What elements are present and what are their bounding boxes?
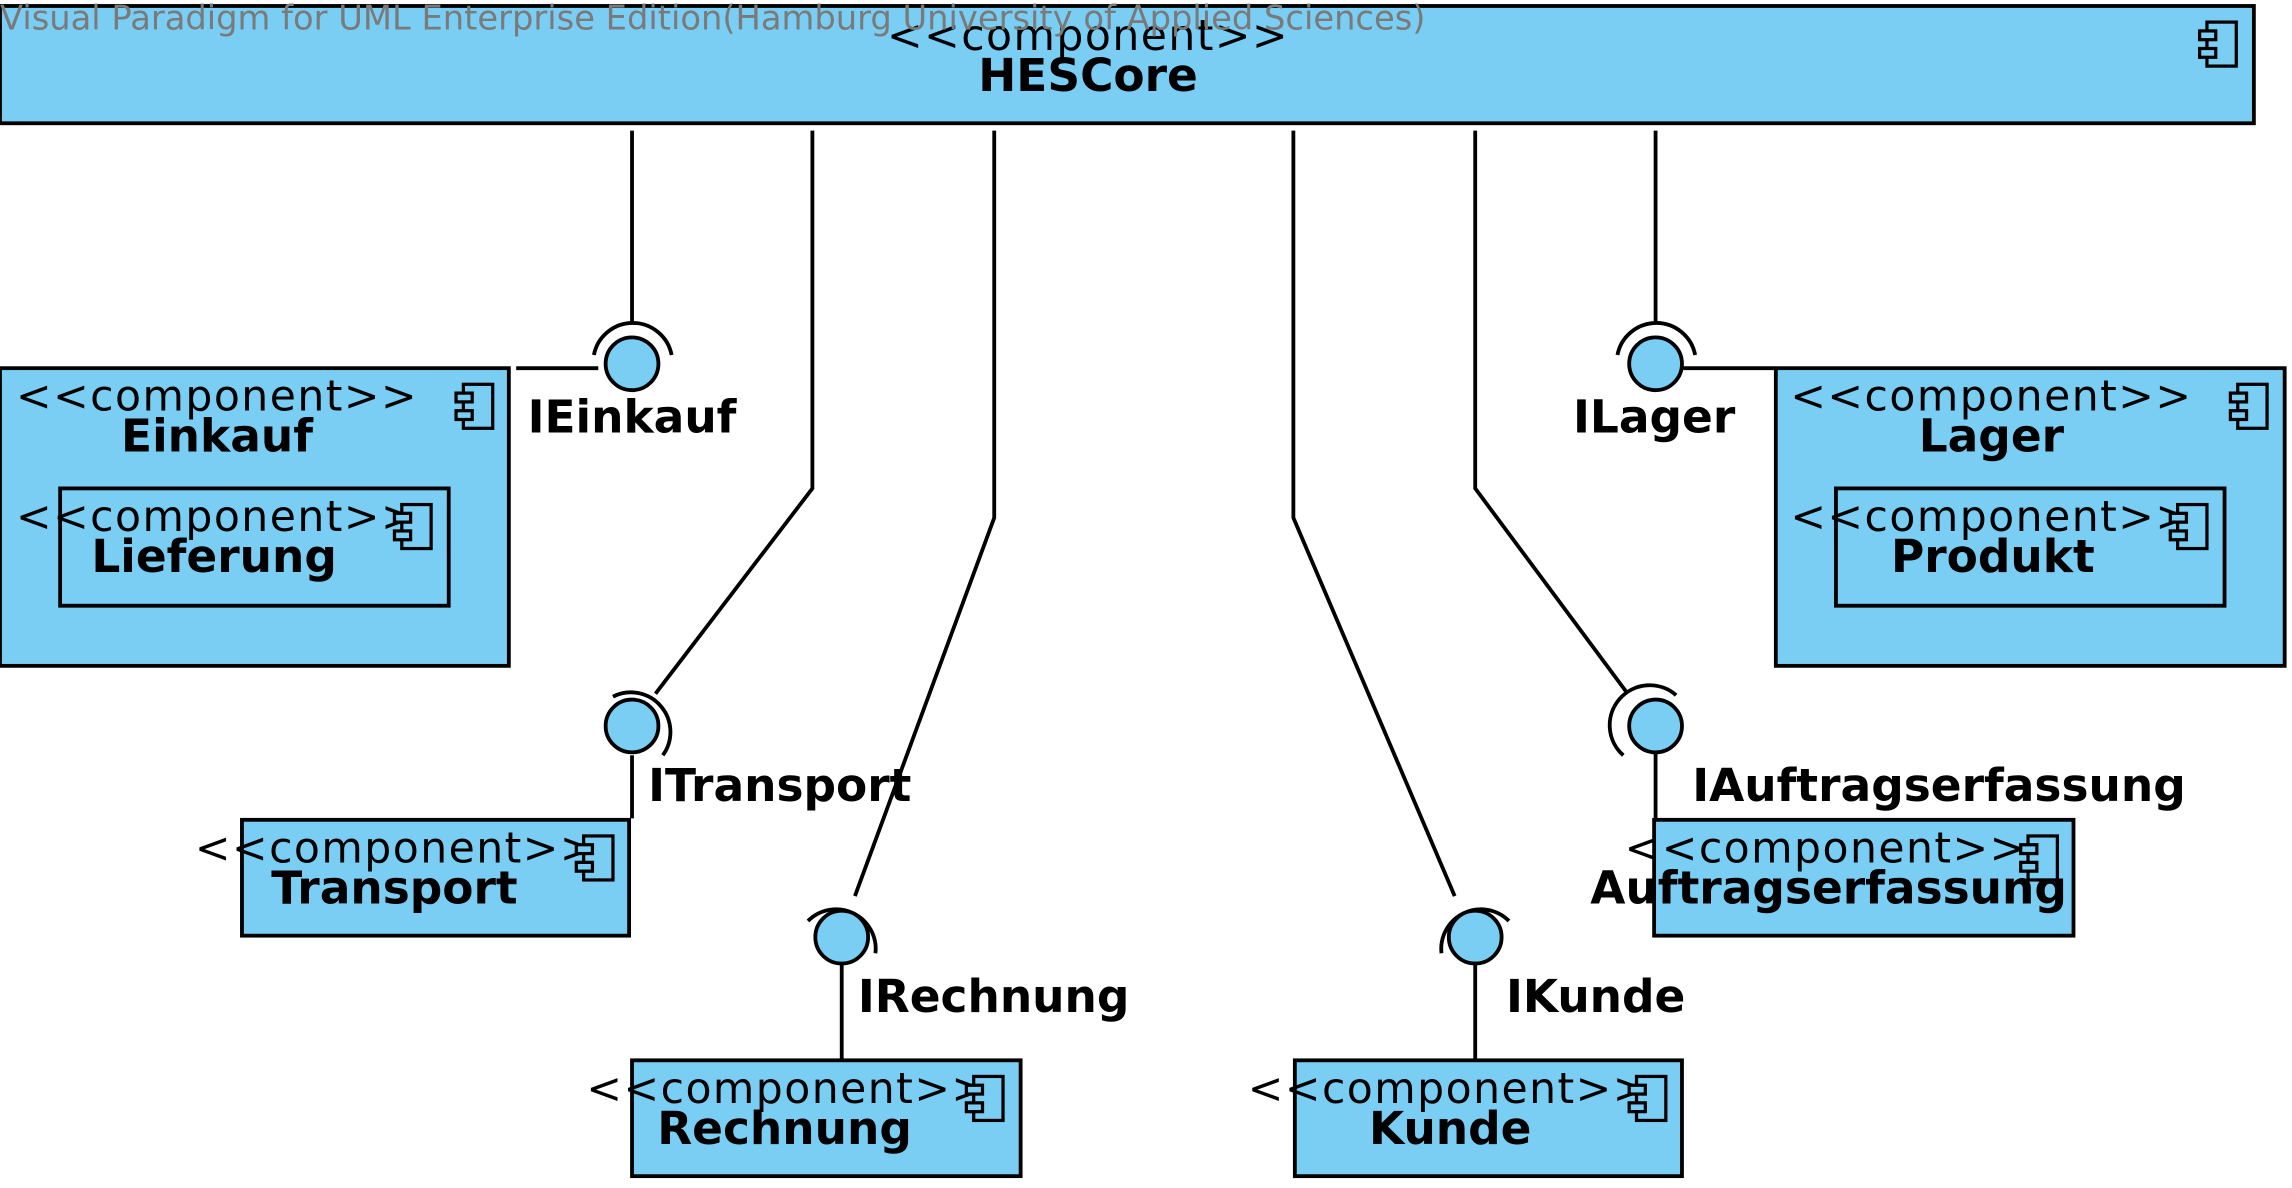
interface-ikunde[interactable]: IKunde (1439, 907, 1685, 1023)
component-name-produkt: Produkt (1891, 530, 2095, 583)
component-transport[interactable]: <<component>> Transport (195, 817, 631, 938)
component-name-lieferung: Lieferung (91, 530, 337, 583)
stereotype-label: <<component>> (887, 12, 1289, 61)
component-name-kunde: Kunde (1369, 1102, 1531, 1155)
component-name-transport: Transport (271, 861, 517, 914)
interface-label-irechnung: IRechnung (858, 970, 1130, 1023)
stereotype-label: <<component>> (16, 493, 418, 542)
component-name-hescore: HESCore (978, 49, 1198, 102)
provided-interface-ball (813, 908, 871, 966)
interface-label-ikunde: IKunde (1506, 970, 1685, 1023)
stereotype-label: <<component>> (195, 824, 597, 873)
provided-interface-ball (603, 697, 661, 755)
component-produkt[interactable]: <<component>> Produkt (1790, 486, 2227, 608)
stereotype-label: <<component>> (586, 1065, 988, 1114)
watermark-text: Visual Paradigm for UML Enterprise Editi… (0, 0, 1425, 37)
required-socket (1615, 321, 1698, 356)
interface-label-itransport: ITransport (648, 759, 911, 812)
component-name-rechnung: Rechnung (657, 1102, 912, 1155)
interface-ilager[interactable]: ILager (1573, 321, 1736, 444)
stereotype-label: <<component>> (16, 373, 418, 422)
wire-hescore-iauftragserfassung (1473, 130, 1630, 695)
component-auftragserfassung[interactable]: <<component>> Auftragserfassung (1590, 817, 2076, 938)
required-socket (1607, 683, 1678, 757)
interface-itransport[interactable]: ITransport (603, 690, 912, 812)
component-name-auftragserfassung: Auftragserfassung (1590, 861, 2067, 914)
component-lieferung[interactable]: <<component>> Lieferung (16, 486, 451, 608)
interface-iauftragserfassung[interactable]: IAuftragserfassung (1607, 683, 2186, 812)
component-name-lager: Lager (1919, 410, 2065, 463)
provided-interface-ball (1627, 697, 1684, 755)
stereotype-label: <<component>> (1790, 493, 2192, 542)
stereotype-label: <<component>> (1625, 824, 2027, 873)
provided-interface-ball (1446, 908, 1504, 966)
interface-label-ieinkauf: IEinkauf (528, 391, 738, 444)
component-hescore[interactable]: <<component>> HESCore (0, 4, 2256, 126)
interface-ieinkauf[interactable]: IEinkauf (528, 321, 738, 444)
connector-lines (516, 130, 1775, 1059)
wire-hescore-irechnung (853, 130, 997, 897)
interface-irechnung[interactable]: IRechnung (806, 907, 1130, 1023)
component-rechnung[interactable]: <<component>> Rechnung (586, 1058, 1023, 1179)
stereotype-label: <<component>> (1790, 373, 2192, 422)
stereotype-label: <<component>> (1248, 1065, 1650, 1114)
provided-interface-ball (1627, 335, 1684, 393)
wire-hescore-ikunde (1291, 130, 1457, 897)
component-kunde[interactable]: <<component>> Kunde (1248, 1058, 1684, 1179)
interface-label-iauftragserfassung: IAuftragserfassung (1692, 759, 2186, 812)
component-name-einkauf: Einkauf (121, 410, 314, 463)
provided-interface-ball (603, 335, 661, 393)
wire-hescore-itransport (653, 130, 815, 695)
interface-label-ilager: ILager (1573, 391, 1736, 444)
required-socket (612, 690, 673, 757)
required-socket (592, 321, 674, 356)
